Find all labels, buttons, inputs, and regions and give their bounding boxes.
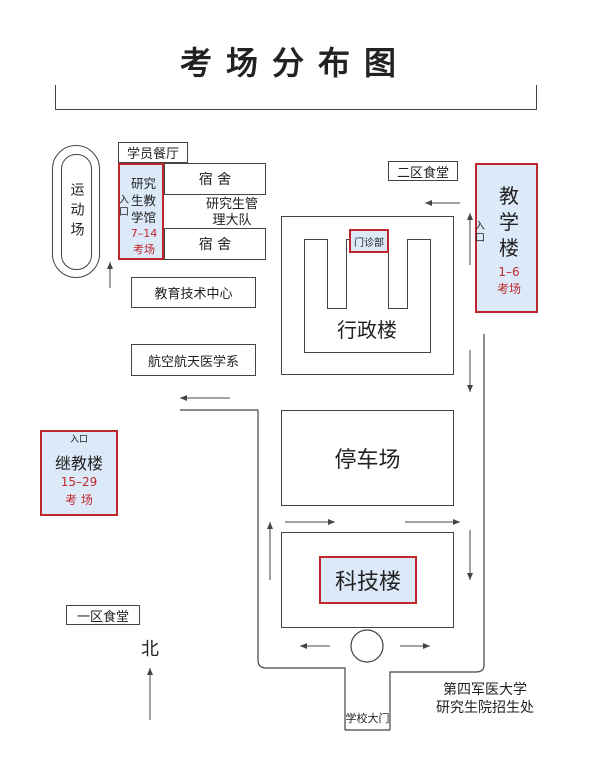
edu-tech-center: 教育技术中心 [131, 277, 256, 308]
grad-teaching-name: 研究生教学馆 [131, 176, 157, 225]
admin-wing-left [327, 239, 347, 309]
title-bracket [55, 85, 537, 110]
aero-med-dept: 航空航天医学系 [131, 344, 256, 376]
footer-line-2: 研究生院招生处 [436, 700, 534, 716]
north-label: 北 [141, 639, 159, 660]
dorm-south: 宿 舍 [164, 228, 266, 260]
playground-track: 运动场 [52, 145, 100, 278]
sci-tech-building: 科技楼 [319, 556, 417, 604]
teaching-name: 教学楼 [499, 184, 519, 260]
dorm-north: 宿 舍 [164, 163, 266, 195]
clinic: 门诊部 [349, 229, 389, 253]
teaching-suffix: 考场 [496, 282, 521, 296]
grad-teaching-hall: 入口 研究生教学馆 7–14 考场 [118, 163, 164, 260]
canteen-2: 二区食堂 [388, 161, 458, 181]
parking-lot: 停车场 [281, 410, 454, 506]
admin-building-label: 行政楼 [337, 317, 397, 342]
page-title: 考场分布图 [179, 44, 410, 82]
admin-building-outer: 门诊部 行政楼 [281, 216, 454, 375]
canteen-trainee: 学员餐厅 [118, 142, 188, 163]
admin-wing-right [388, 239, 408, 309]
continuing-suffix: 考 场 [65, 493, 93, 507]
continuing-name: 继教楼 [54, 454, 103, 473]
teaching-entrance: 入口 [475, 221, 485, 244]
teaching-building: 入口 教学楼 1–6 考场 [475, 163, 538, 313]
continuing-entrance: 入口 [69, 435, 88, 445]
canteen-1: 一区食堂 [66, 605, 140, 625]
grad-brigade: 研究生管理大队 [205, 197, 258, 228]
continuing-ed-building: 入口 继教楼 15–29 考 场 [40, 430, 118, 516]
playground: 运动场 [61, 154, 92, 270]
grad-teaching-suffix: 考场 [133, 243, 155, 256]
grad-teaching-entrance: 入口 [119, 195, 129, 218]
continuing-rooms: 15–29 [60, 475, 98, 489]
teaching-rooms: 1–6 [498, 265, 520, 279]
admin-building-inner [304, 239, 431, 353]
school-gate: 学校大门 [345, 712, 390, 725]
sci-tech-outer: 科技楼 [281, 532, 454, 628]
grad-teaching-rooms: 7–14 [130, 227, 158, 240]
footer-line-1: 第四军医大学 [443, 682, 527, 698]
